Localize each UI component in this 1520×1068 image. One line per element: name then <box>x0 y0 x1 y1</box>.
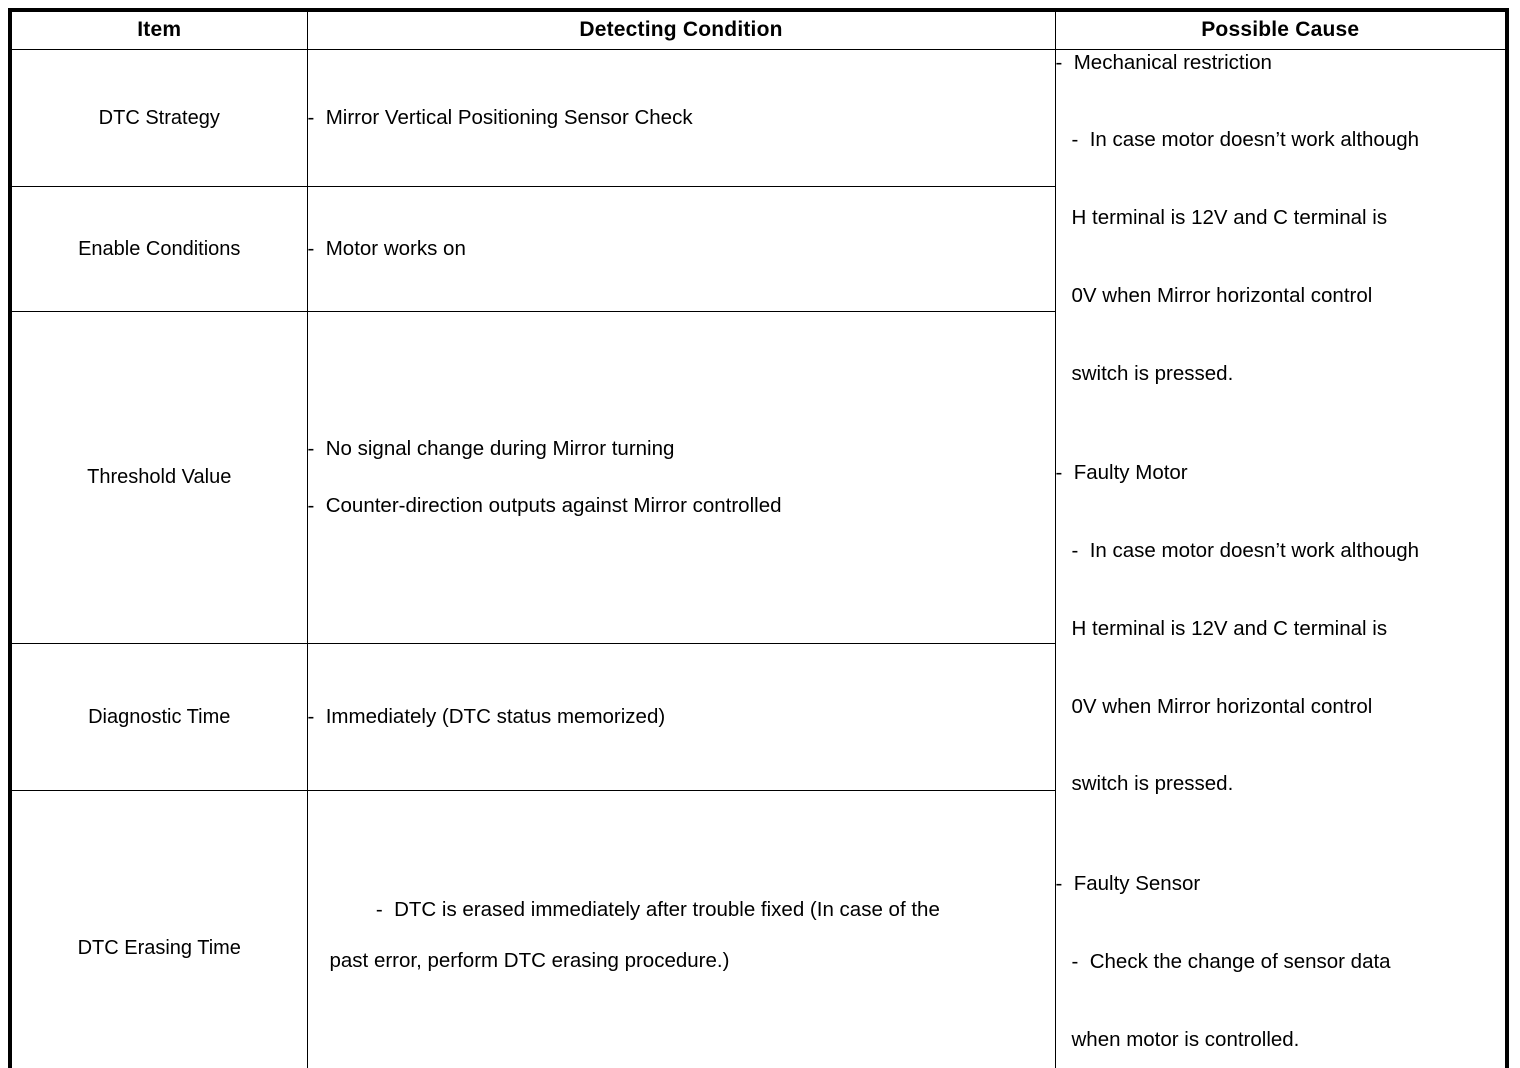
row-condition-enable-conditions: - Motor works on <box>306 185 1056 313</box>
cause-heading: - Mechanical restriction <box>1055 50 1272 74</box>
cause-detail-line: - In case motor doesn’t work although <box>1071 128 1420 152</box>
row-condition-dtc-strategy: - Mirror Vertical Positioning Sensor Che… <box>306 48 1056 187</box>
cause-detail: - In case motor doesn’t work although H … <box>1056 486 1506 849</box>
cause-block-faulty-motor: - Faulty Motor - In case motor doesn’t w… <box>1056 460 1506 849</box>
cause-detail-line: 0V when Mirror horizontal control <box>1071 694 1373 718</box>
possible-cause-cell: - Mechanical restriction - In case motor… <box>1054 48 1508 1068</box>
cause-heading: - Faulty Sensor <box>1055 872 1201 896</box>
column-header-item: Item <box>9 9 308 50</box>
condition-line: - Mirror Vertical Positioning Sensor Che… <box>307 105 693 129</box>
cause-detail-line: switch is pressed. <box>1071 361 1234 385</box>
cause-block-mechanical-restriction: - Mechanical restriction - In case motor… <box>1056 50 1506 439</box>
page-canvas: Item Detecting Condition Possible Cause … <box>8 8 1509 1068</box>
row-item-enable-conditions: Enable Conditions <box>9 185 308 313</box>
row-item-diagnostic-time: Diagnostic Time <box>9 642 308 792</box>
table-row: DTC Strategy - Mirror Vertical Positioni… <box>9 48 1508 1068</box>
table-header-row: Item Detecting Condition Possible Cause <box>9 9 1508 50</box>
condition-line-part: - DTC is erased immediately after troubl… <box>375 897 940 921</box>
row-condition-diagnostic-time: - Immediately (DTC status memorized) <box>306 642 1056 792</box>
row-item-dtc-erasing-time: DTC Erasing Time <box>9 790 308 1068</box>
column-header-detecting-condition: Detecting Condition <box>306 9 1056 50</box>
condition-line: - No signal change during Mirror turning <box>307 436 675 460</box>
cause-heading: - Faulty Motor <box>1055 461 1188 485</box>
condition-line: - DTC is erased immediately after troubl… <box>308 871 1055 1025</box>
cause-detail-line: 0V when Mirror horizontal control <box>1071 283 1373 307</box>
row-item-dtc-strategy: DTC Strategy <box>9 48 308 187</box>
cause-detail: - Check the change of sensor data when m… <box>1056 897 1506 1068</box>
row-condition-threshold-value: - No signal change during Mirror turning… <box>306 311 1056 644</box>
row-condition-dtc-erasing-time: - DTC is erased immediately after troubl… <box>306 790 1056 1068</box>
condition-line: - Immediately (DTC status memorized) <box>307 705 666 729</box>
cause-detail-line: when motor is controlled. <box>1071 1027 1300 1051</box>
cause-detail-line: - Check the change of sensor data <box>1071 949 1391 973</box>
condition-line: - Motor works on <box>307 237 466 261</box>
condition-line: - Counter-direction outputs against Mirr… <box>307 494 782 518</box>
table-row: Enable Conditions - Motor works on <box>9 185 1507 313</box>
cause-detail-line: H terminal is 12V and C terminal is <box>1071 616 1388 640</box>
condition-line-part: past error, perform DTC erasing procedur… <box>329 948 730 972</box>
cause-detail-line: - In case motor doesn’t work although <box>1071 539 1420 563</box>
cause-detail-line: switch is pressed. <box>1071 772 1234 796</box>
column-header-possible-cause: Possible Cause <box>1054 9 1508 50</box>
dtc-diagnostic-table: Item Detecting Condition Possible Cause … <box>8 8 1509 1068</box>
cause-detail: - In case motor doesn’t work although H … <box>1056 75 1506 438</box>
cause-detail-line: H terminal is 12V and C terminal is <box>1071 206 1388 230</box>
cause-block-faulty-sensor: - Faulty Sensor - Check the change of se… <box>1056 871 1506 1068</box>
row-item-threshold-value: Threshold Value <box>9 311 308 644</box>
